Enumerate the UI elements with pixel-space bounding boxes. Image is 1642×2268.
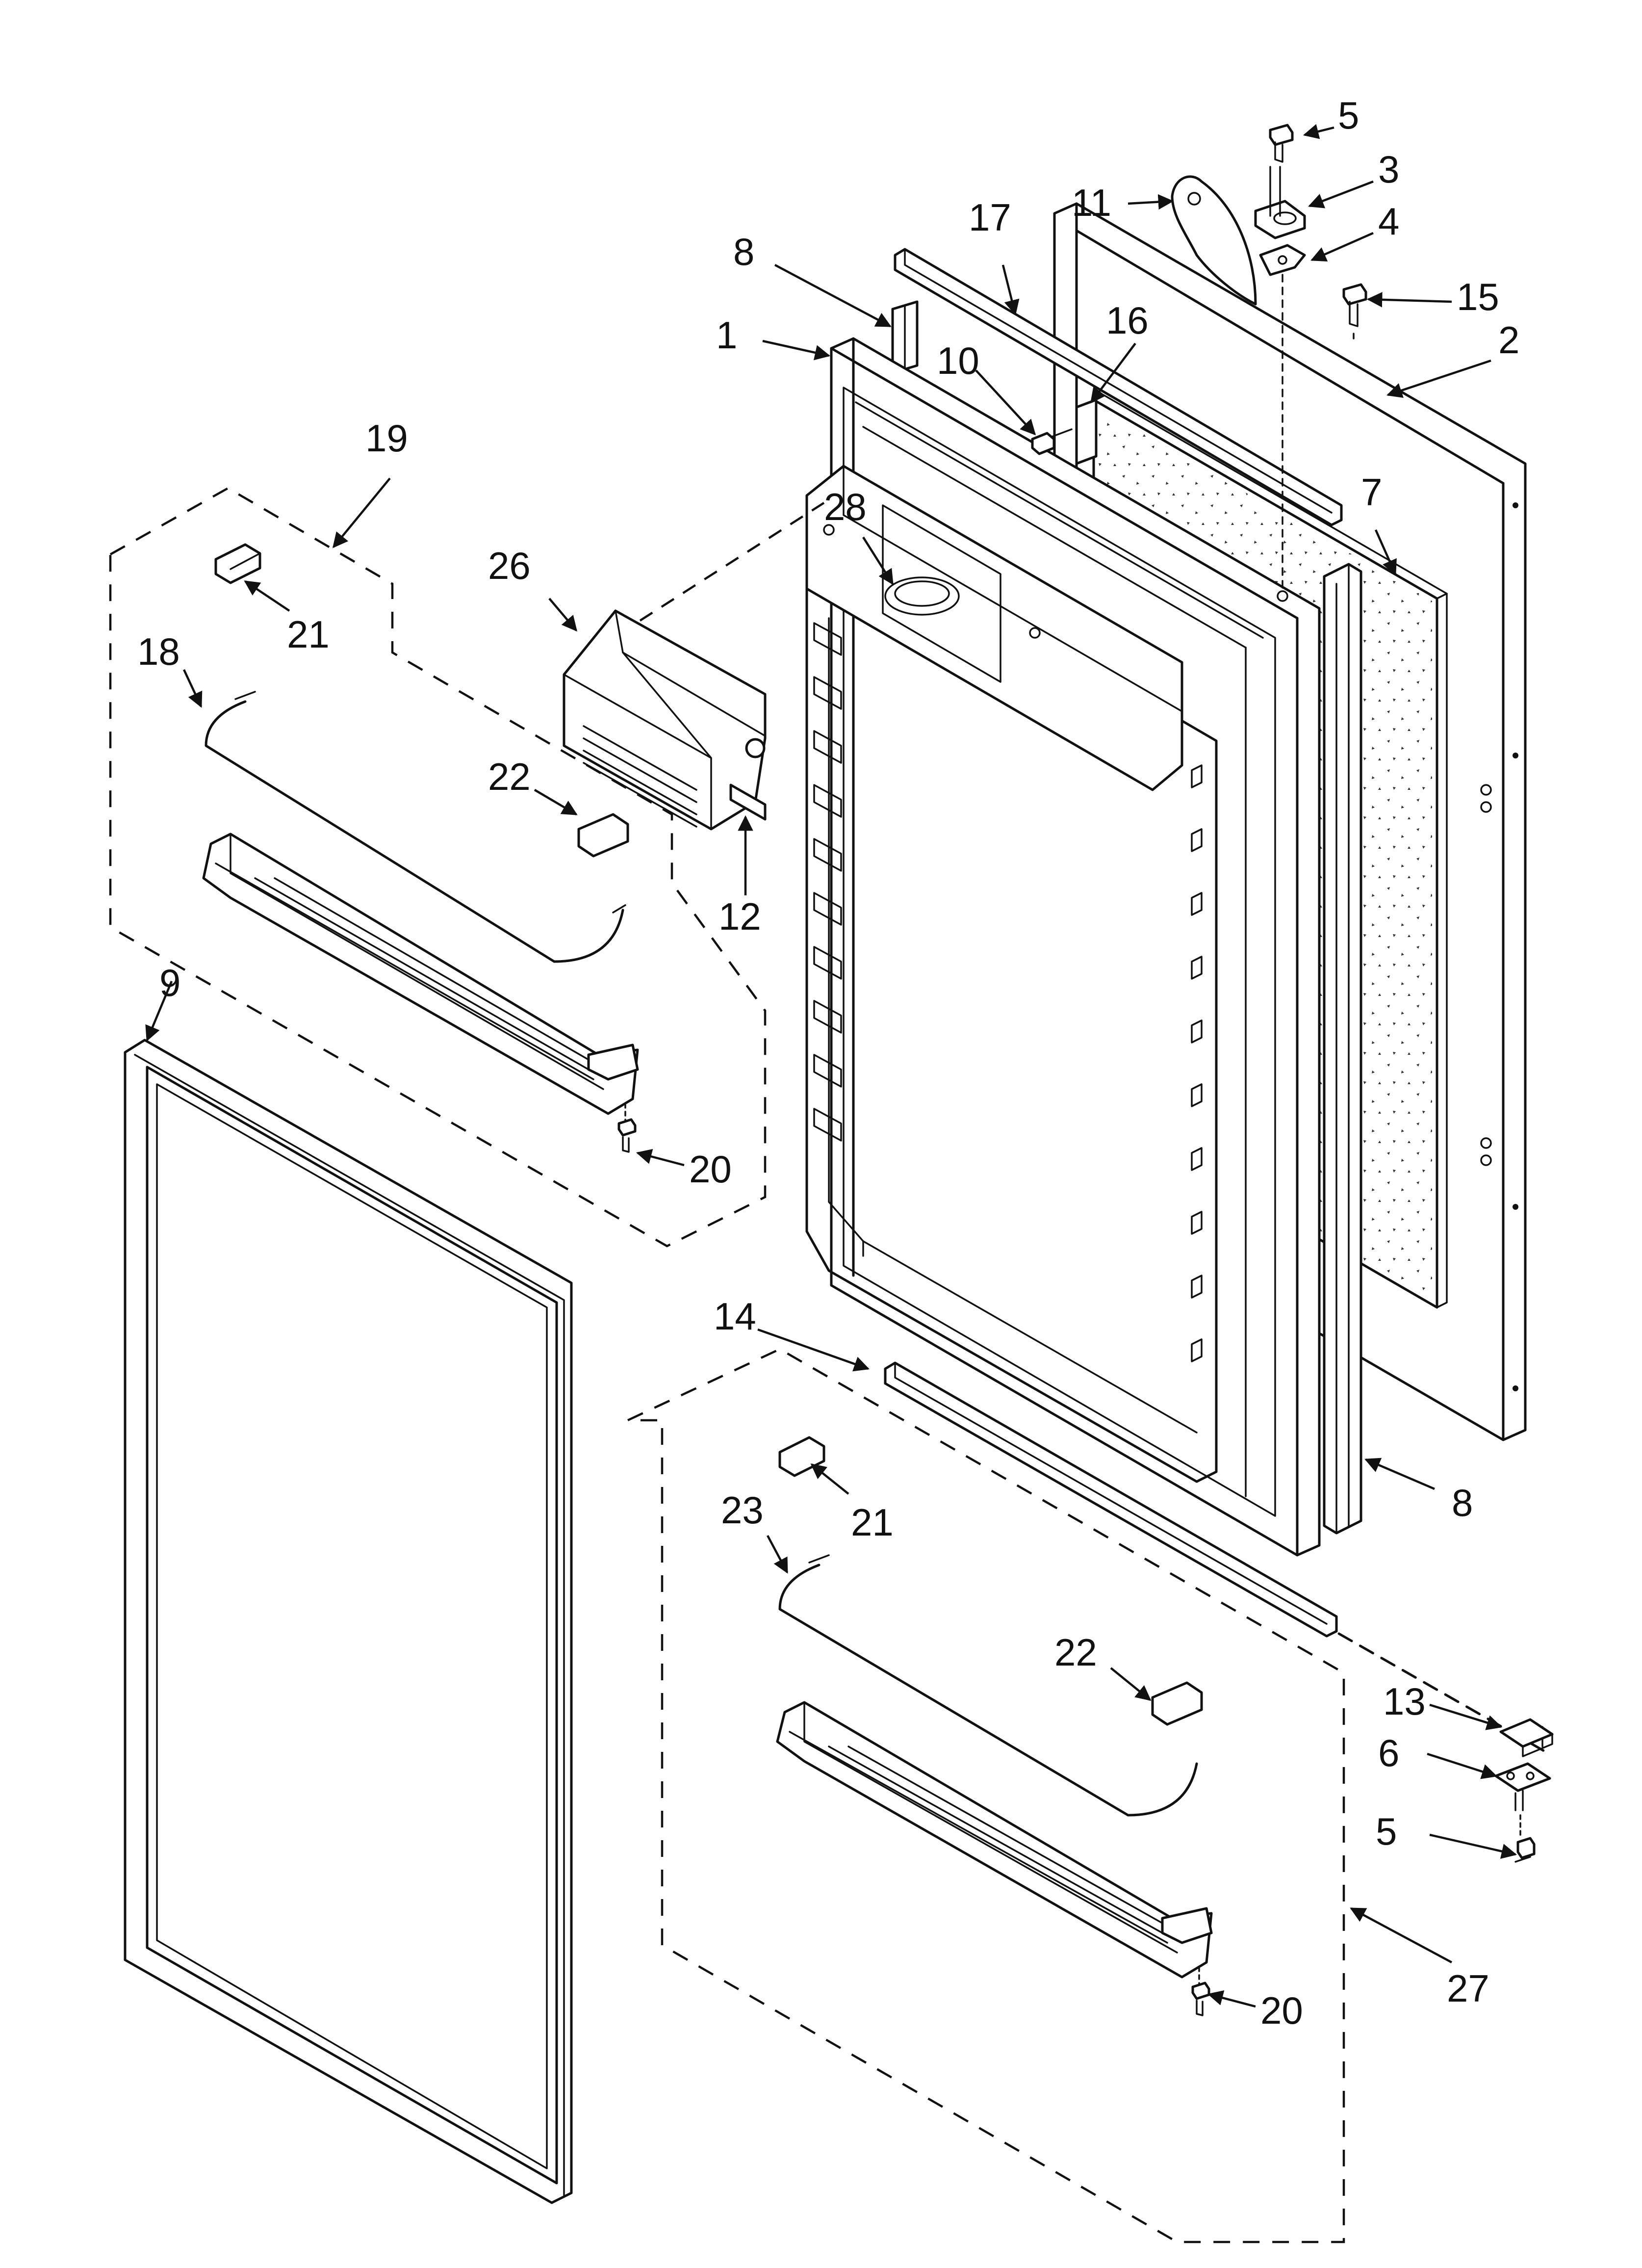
label-26: 26 bbox=[488, 544, 531, 587]
label-20-bottom: 20 bbox=[1260, 1989, 1303, 2032]
label-11: 11 bbox=[1072, 181, 1111, 224]
dairy-door bbox=[563, 609, 767, 831]
liner-bracket bbox=[1075, 398, 1098, 465]
label-1: 1 bbox=[716, 313, 737, 357]
hinge-cover bbox=[1171, 175, 1257, 306]
door-liner bbox=[805, 337, 1321, 1557]
label-3: 3 bbox=[1378, 148, 1399, 191]
label-22-bottom: 22 bbox=[1054, 1631, 1097, 1674]
leader-lines bbox=[145, 124, 1517, 2008]
part-labels: 5 3 4 11 17 8 15 2 16 1 10 7 28 19 26 21… bbox=[137, 94, 1519, 2032]
label-5-bottom: 5 bbox=[1376, 1810, 1397, 1853]
bottom-trim-rail bbox=[884, 1361, 1338, 1638]
label-2: 2 bbox=[1498, 318, 1519, 362]
door-strip-upper bbox=[891, 300, 919, 374]
label-9: 9 bbox=[159, 961, 180, 1004]
upper-shelf-group bbox=[109, 487, 767, 1248]
label-5-top: 5 bbox=[1338, 94, 1359, 137]
label-21-top: 21 bbox=[287, 613, 330, 656]
label-12: 12 bbox=[718, 895, 761, 938]
label-15: 15 bbox=[1457, 275, 1499, 318]
label-14: 14 bbox=[714, 1295, 756, 1338]
label-19: 19 bbox=[365, 417, 408, 460]
label-10: 10 bbox=[937, 339, 979, 382]
lower-shelf-group bbox=[627, 1348, 1345, 2243]
label-21-bottom: 21 bbox=[851, 1501, 894, 1544]
door-strip-lower bbox=[1323, 563, 1362, 1535]
top-trim-rail bbox=[894, 248, 1343, 526]
label-28: 28 bbox=[824, 485, 867, 528]
label-23: 23 bbox=[721, 1488, 764, 1532]
top-hinge-assembly bbox=[1254, 124, 1367, 602]
label-22-top: 22 bbox=[488, 755, 531, 798]
label-17: 17 bbox=[969, 196, 1011, 239]
label-13: 13 bbox=[1383, 1680, 1426, 1723]
label-18: 18 bbox=[137, 630, 180, 673]
label-4: 4 bbox=[1378, 200, 1399, 243]
label-20-top: 20 bbox=[689, 1147, 732, 1191]
label-8-top: 8 bbox=[733, 230, 754, 273]
label-16: 16 bbox=[1106, 299, 1149, 342]
label-7: 7 bbox=[1361, 470, 1382, 514]
label-27: 27 bbox=[1447, 1967, 1489, 2010]
door-gasket bbox=[124, 1039, 573, 2204]
label-8-bottom: 8 bbox=[1452, 1481, 1473, 1524]
liner-screw bbox=[1031, 428, 1073, 455]
bottom-hinge-assembly bbox=[1337, 1632, 1554, 1863]
label-6: 6 bbox=[1378, 1731, 1399, 1774]
